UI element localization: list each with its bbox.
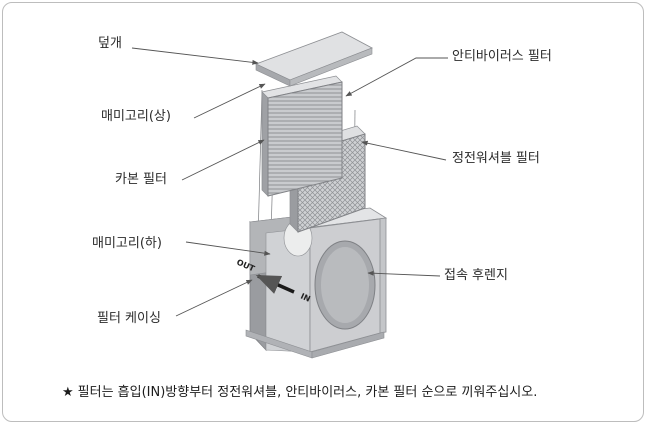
- label-upper-mesh: 매미고리(상): [101, 109, 171, 124]
- leader-carbon-filter: [181, 139, 265, 181]
- leader-filter-casing: [175, 279, 253, 317]
- leader-upper-mesh: [193, 83, 266, 119]
- leader-lines: [131, 47, 448, 317]
- label-cover: 덮개: [98, 36, 122, 51]
- leader-connection-flange: [367, 270, 441, 277]
- leader-cover: [131, 47, 259, 65]
- label-connection-flange: 접속 후렌지: [444, 268, 508, 283]
- label-carbon-filter: 카본 필터: [115, 172, 167, 187]
- in-mark: IN: [299, 292, 311, 304]
- filter-casing: [245, 207, 388, 359]
- leader-lower-mesh: [185, 241, 271, 256]
- installation-note: ★필터는 흡입(IN)방향부터 정전워셔블, 안티바이러스, 카본 필터 순으로…: [62, 381, 537, 400]
- label-lower-mesh: 매미고리(하): [92, 236, 162, 251]
- leader-electrostatic-filter: [361, 140, 447, 161]
- label-electrostatic-filter: 정전워셔블 필터: [452, 151, 540, 166]
- installation-note-text: 필터는 흡입(IN)방향부터 정전워셔블, 안티바이러스, 카본 필터 순으로 …: [77, 385, 538, 400]
- carbon-filter-panel: [261, 75, 343, 197]
- cover-panel: [254, 31, 373, 87]
- label-antivirus-filter: 안티바이러스 필터: [452, 49, 552, 64]
- star-icon: ★: [62, 385, 74, 400]
- leader-antivirus-filter: [345, 57, 448, 97]
- airflow-arrow: [255, 274, 295, 294]
- label-filter-casing: 필터 케이싱: [97, 311, 161, 326]
